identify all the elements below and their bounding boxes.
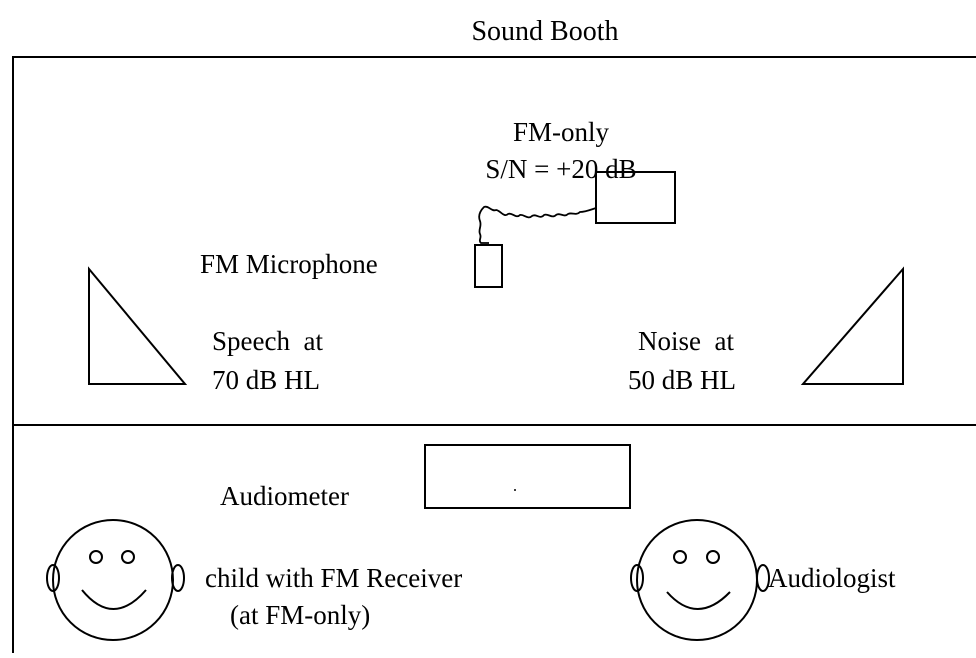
noise-label: Noise at: [638, 326, 734, 356]
noise-level-label: 50 dB HL: [628, 365, 736, 395]
audiologist-left-ear: [630, 564, 644, 592]
audiologist-right-ear: [756, 564, 770, 592]
speech-level-label: 70 dB HL: [212, 365, 320, 395]
condition-label: FM-only: [513, 117, 610, 147]
speech-label: Speech at: [212, 326, 323, 356]
microphone-cable: [478, 205, 597, 244]
speech-speaker: [88, 266, 188, 385]
audiometer-dot: [514, 489, 516, 491]
audiologist-label: Audiologist: [768, 563, 896, 593]
fm-microphone: [474, 244, 503, 288]
noise-speaker: [800, 266, 904, 385]
audiometer-box: [424, 444, 631, 509]
fm-microphone-label: FM Microphone: [200, 249, 378, 279]
audiologist-face-icon: [630, 519, 770, 641]
child-condition-label: (at FM-only): [230, 600, 370, 630]
child-face-icon: [46, 519, 185, 641]
fm-transmitter-box: [595, 171, 676, 224]
signal-to-noise-label: S/N = +20 dB: [485, 154, 636, 184]
child-label: child with FM Receiver: [205, 563, 462, 593]
fm-receiver-ear: [171, 564, 185, 592]
diagram-title: Sound Booth: [471, 16, 618, 47]
child-left-ear: [46, 564, 60, 592]
booth-frame: [12, 56, 976, 653]
audiometer-label: Audiometer: [220, 481, 349, 511]
